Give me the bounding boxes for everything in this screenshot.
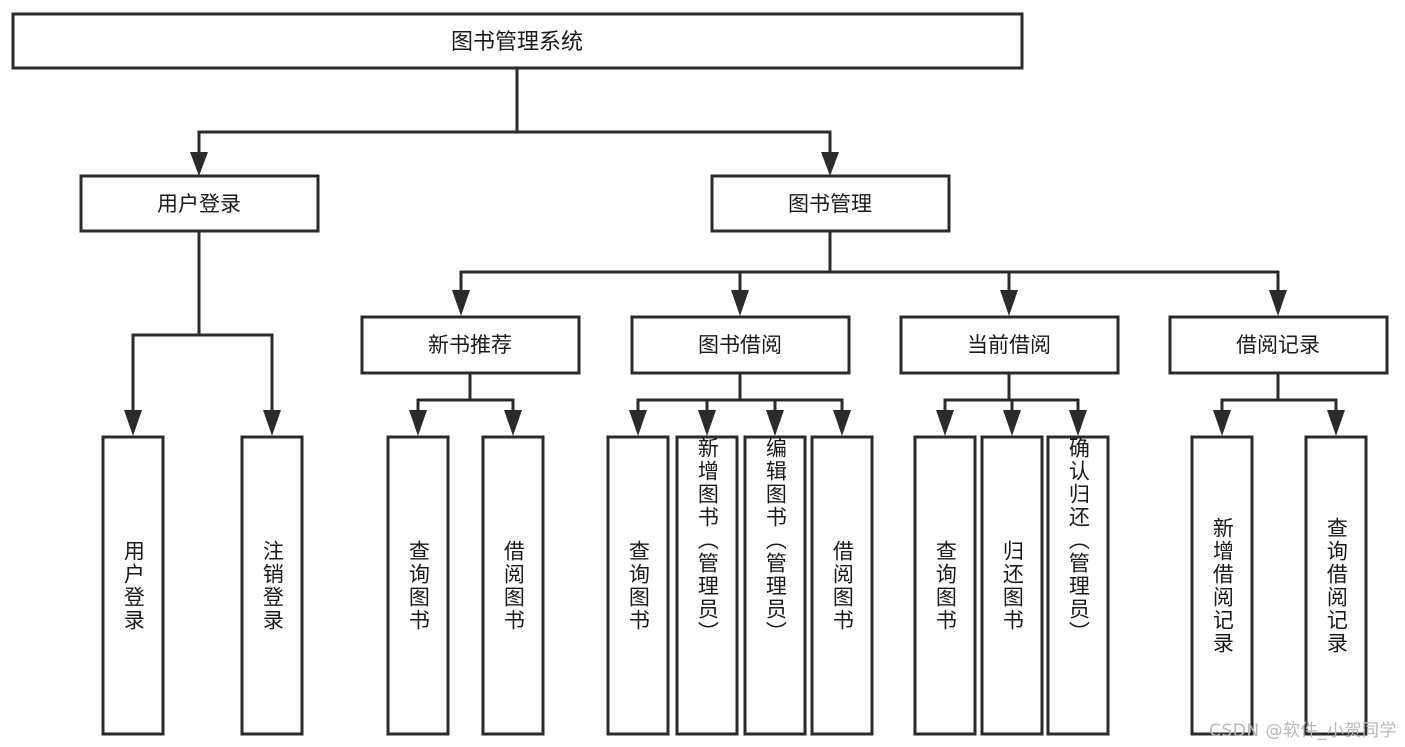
node-borrow-record-box[interactable] [1168,315,1389,375]
node-current-borrow-box[interactable] [899,315,1120,375]
leaf-box-borrow-book-2[interactable] [810,435,874,736]
node-borrow-record-label: 借阅记录 [1236,333,1320,357]
node-root-label: 图书管理系统 [451,30,583,55]
leaf-box-add-record[interactable] [1190,435,1254,736]
leaf-box-add-book[interactable] [675,435,739,736]
node-book-manage-label: 图书管理 [788,192,872,216]
node-new-book-recommend-box[interactable] [360,315,581,375]
connector-root-bus [190,130,839,176]
leaf-box-edit-book[interactable] [743,435,807,736]
leaf-box-confirm-return[interactable] [1046,435,1110,736]
leaf-box-user-login[interactable] [101,435,165,736]
connector-user-login-branch [124,229,281,436]
node-user-login-label: 用户登录 [157,192,241,216]
node-book-manage-box[interactable] [710,174,951,233]
leaf-box-borrow-book-1[interactable] [481,435,545,736]
node-book-borrow-label: 图书借阅 [698,333,782,357]
node-root-box[interactable] [11,12,1024,70]
leaf-box-return-book[interactable] [980,435,1044,736]
leaf-box-query-book-2[interactable] [606,435,670,736]
connector-current-borrow-branch [936,371,1087,436]
leaf-box-logout[interactable] [240,435,304,736]
leaf-box-query-record[interactable] [1304,435,1368,736]
leaf-box-query-book-1[interactable] [386,435,450,736]
node-book-borrow-box[interactable] [630,315,851,375]
connector-book-borrow-branch [629,371,851,436]
node-new-book-recommend-label: 新书推荐 [428,333,512,357]
node-current-borrow-label: 当前借阅 [967,333,1051,357]
connector-borrow-record-branch [1213,371,1345,436]
connector-book-manage-branch [452,229,1287,316]
node-user-login-box[interactable] [79,174,320,233]
connector-new-book-branch [409,371,522,436]
leaf-box-query-book-3[interactable] [913,435,977,736]
